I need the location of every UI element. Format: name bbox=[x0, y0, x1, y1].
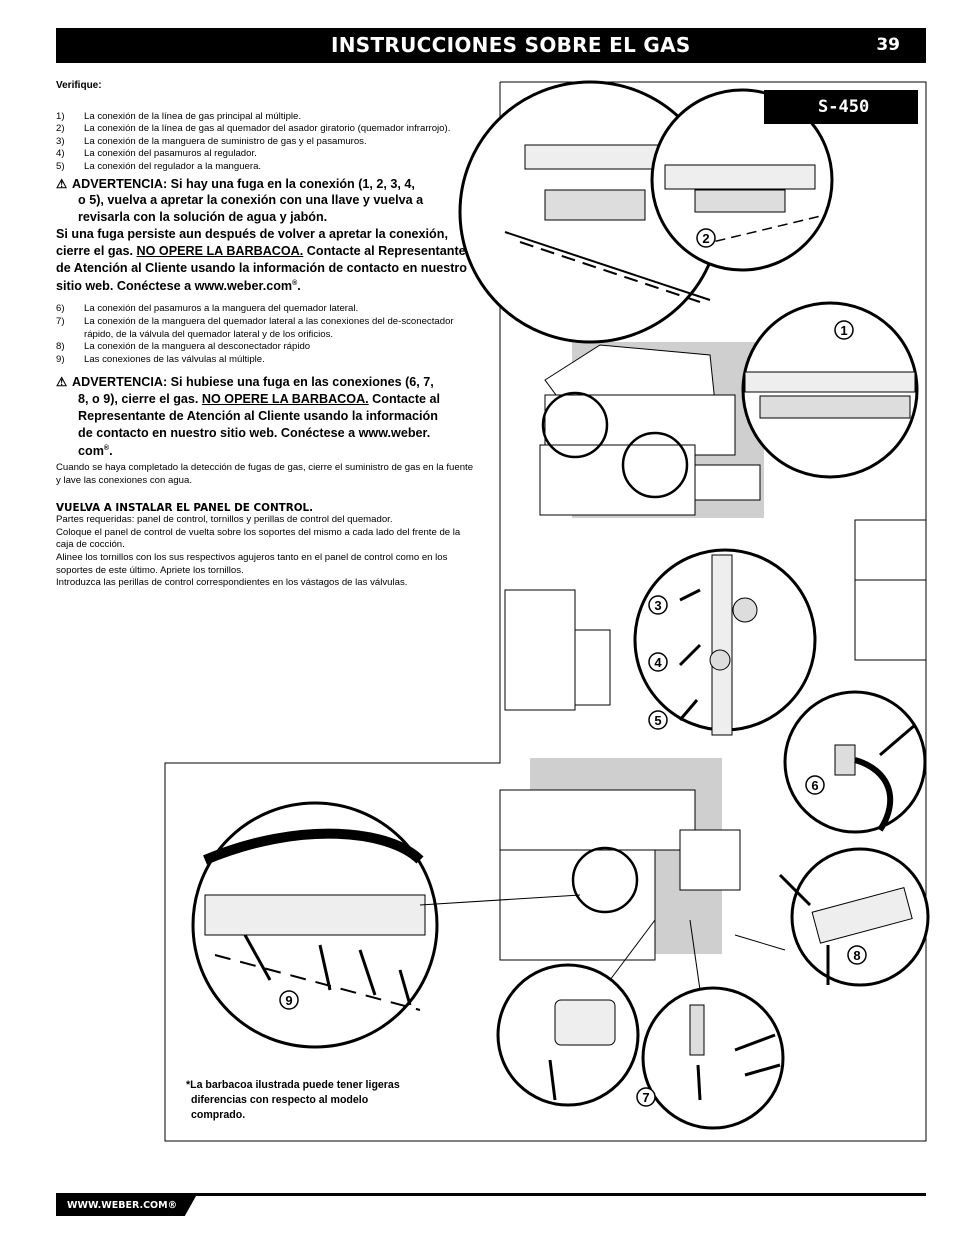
check-list-1: 1)La conexión de la línea de gas princip… bbox=[56, 111, 476, 174]
warning-triangle-icon: ⚠ bbox=[56, 176, 68, 191]
leader-lines bbox=[419, 894, 786, 991]
grill-sketch-right bbox=[854, 519, 927, 661]
side-burner-detail-7 bbox=[496, 963, 785, 1130]
grill-sketch-bottom bbox=[499, 789, 741, 961]
callout-arrows bbox=[243, 588, 916, 1101]
list-item: 9)Las conexiones de las válvulas al múlt… bbox=[56, 353, 265, 365]
warning-triangle-icon: ⚠ bbox=[56, 375, 68, 390]
burner-detail-1 bbox=[741, 301, 919, 479]
callout-8: 8 bbox=[853, 948, 860, 963]
list-item: 2)La conexión de la línea de gas al quem… bbox=[56, 123, 451, 135]
section-line: Introduzca las perillas de control corre… bbox=[56, 577, 408, 589]
list-item: 7)La conexión de la manguera del quemado… bbox=[56, 315, 454, 340]
callout-7: 7 bbox=[642, 1090, 649, 1105]
list-item: 1)La conexión de la línea de gas princip… bbox=[56, 110, 302, 122]
callout-2: 2 bbox=[702, 231, 709, 246]
page-header: INSTRUCCIONES SOBRE EL GAS 39 bbox=[56, 28, 926, 63]
after-check-text: Cuando se haya completado la detección d… bbox=[56, 462, 474, 487]
verify-heading: Verifique: bbox=[56, 80, 102, 91]
grill-sketch-top bbox=[539, 344, 761, 516]
list-item: 4)La conexión del pasamuros al regulador… bbox=[56, 148, 257, 160]
callout-5: 5 bbox=[654, 713, 661, 728]
footer-tab: WWW.WEBER.COM® bbox=[56, 1196, 196, 1216]
quick-disconnect-detail-8 bbox=[790, 847, 930, 987]
callout-6: 6 bbox=[811, 778, 818, 793]
model-badge: S-450 bbox=[764, 90, 918, 124]
warning-1: ⚠ADVERTENCIA: Si hay una fuga en la cone… bbox=[56, 176, 467, 294]
illustration-note: *La barbacoa ilustrada puede tener liger… bbox=[186, 1079, 400, 1121]
section-line: Partes requeridas: panel de control, tor… bbox=[56, 514, 393, 526]
callout-badges: 2 1 3 4 5 6 8 9 7 bbox=[279, 228, 867, 1107]
hose-detail-6 bbox=[783, 690, 927, 834]
footer-rule bbox=[56, 1193, 926, 1196]
valve-manifold-detail-9 bbox=[191, 801, 439, 1049]
burner-detail-2 bbox=[650, 88, 834, 272]
section-heading: VUELVA A INSTALAR EL PANEL DE CONTROL. bbox=[56, 501, 314, 514]
footer-url: WWW.WEBER.COM® bbox=[67, 1200, 178, 1211]
callout-3: 3 bbox=[654, 598, 661, 613]
list-item: 6)La conexión del pasamuros a la manguer… bbox=[56, 303, 359, 315]
list-item: 8)La conexión de la manguera al desconec… bbox=[56, 341, 311, 353]
page-title: INSTRUCCIONES SOBRE EL GAS bbox=[331, 33, 691, 57]
section-line: Coloque el panel de control de vuelta so… bbox=[56, 526, 461, 551]
regulator-detail bbox=[633, 548, 817, 736]
callout-1: 1 bbox=[840, 323, 847, 338]
callout-9: 9 bbox=[285, 993, 292, 1008]
check-list-2: 6)La conexión del pasamuros a la manguer… bbox=[56, 303, 476, 366]
callout-4: 4 bbox=[654, 655, 662, 670]
list-item: 5)La conexión del regulador a la manguer… bbox=[56, 160, 262, 172]
text-column: Verifique: 1)La conexión de la línea de … bbox=[56, 80, 476, 590]
page-number: 39 bbox=[876, 35, 900, 55]
list-item: 3)La conexión de la manguera de suminist… bbox=[56, 135, 367, 147]
warning-2: ⚠ADVERTENCIA: Si hubiese una fuga en las… bbox=[56, 375, 441, 459]
grill-cabinet-sketch bbox=[504, 589, 611, 711]
section-line: Alinee los tornillos con los sus respect… bbox=[56, 552, 448, 576]
